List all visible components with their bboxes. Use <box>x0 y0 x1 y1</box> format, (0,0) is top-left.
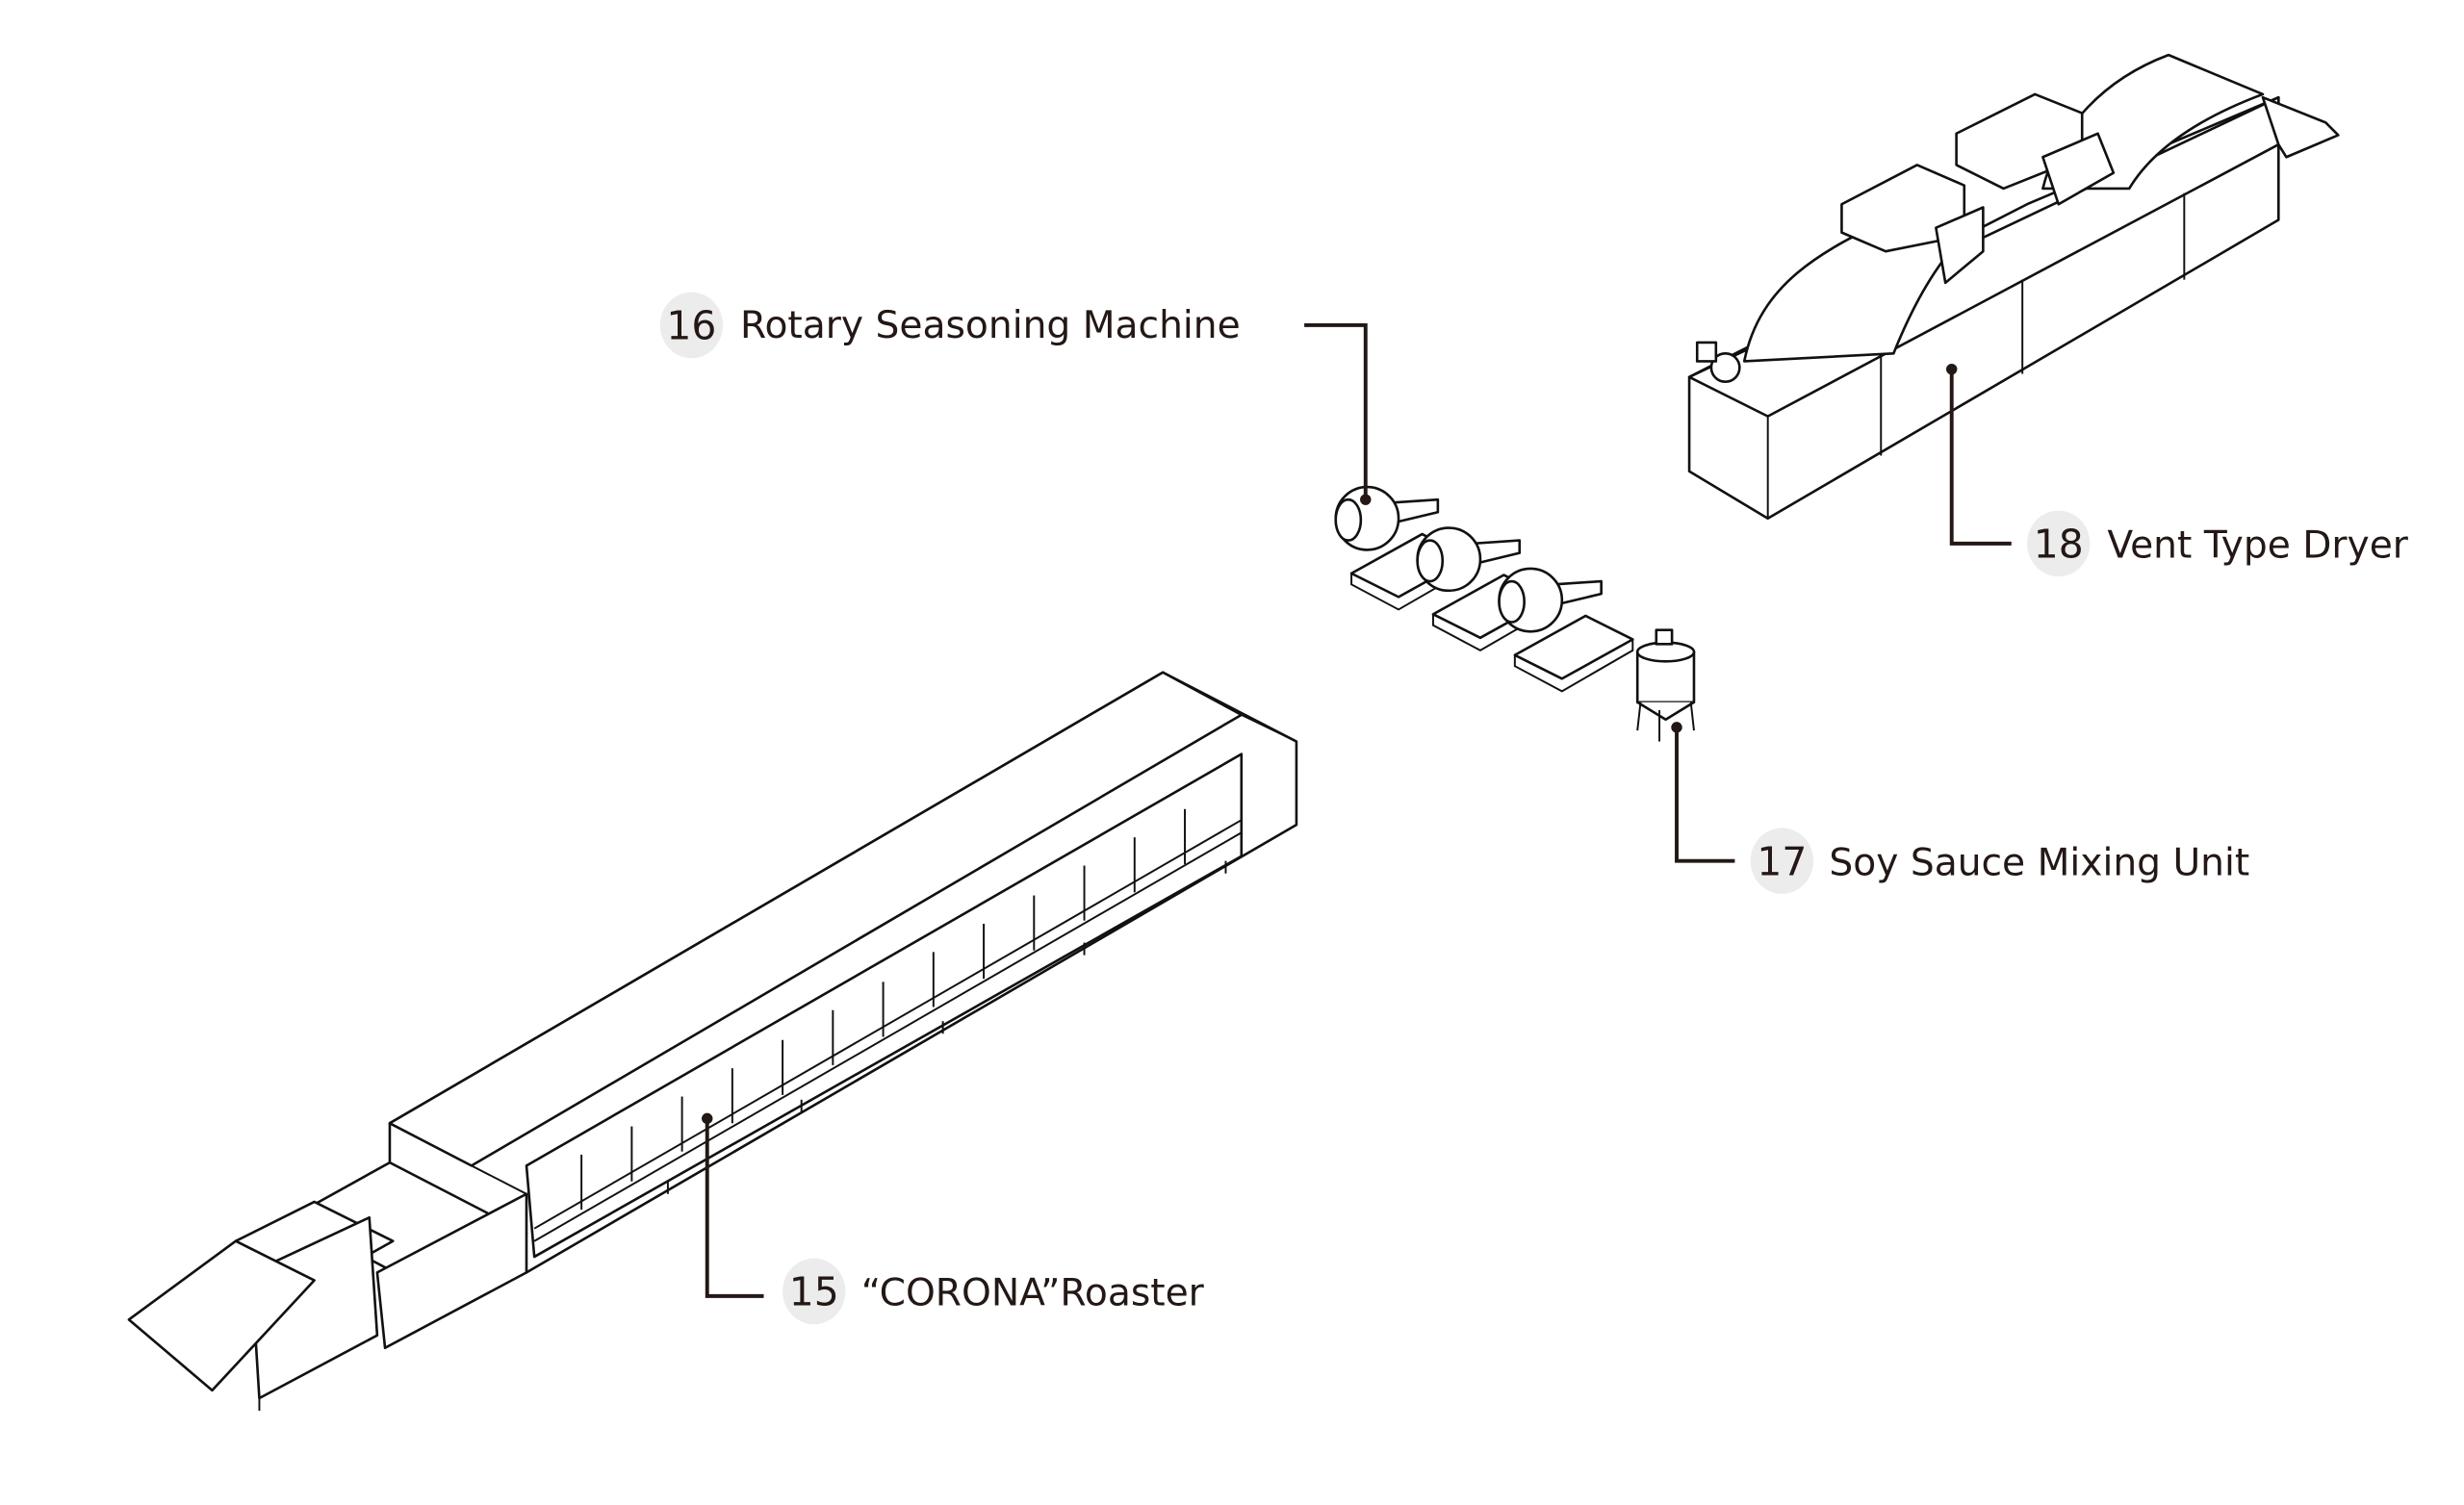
label-number: 16 <box>666 303 716 349</box>
label-17: 17 Soy Sauce Mixing Unit <box>1750 828 2249 894</box>
label-name: Vent Type Dryer <box>2107 524 2408 568</box>
roaster-window-panels <box>533 808 1243 1242</box>
label-number: 17 <box>1757 838 1807 884</box>
number-badge <box>2027 510 2091 577</box>
soy-sauce-mixing-unit <box>1635 628 1696 742</box>
label-15: 15 “CORONA”Roaster <box>783 1258 1205 1325</box>
label-name: Rotary Seasoning Machine <box>740 304 1241 347</box>
leader-line-15 <box>705 1118 764 1298</box>
label-number: 15 <box>789 1269 839 1315</box>
number-badge <box>659 292 724 359</box>
leader-line-16 <box>1304 322 1368 500</box>
label-16: 16 Rotary Seasoning Machine <box>659 292 1241 359</box>
vent-type-dryer <box>1687 53 2340 521</box>
rotary-seasoning-machines <box>1334 485 1634 693</box>
leader-line-18 <box>1949 369 2012 546</box>
label-number: 18 <box>2034 522 2084 568</box>
label-18: 18 Vent Type Dryer <box>2027 510 2409 577</box>
number-badge <box>783 1258 846 1325</box>
label-name: Soy Sauce Mixing Unit <box>1829 841 2249 884</box>
number-badge <box>1750 828 1814 894</box>
corona-roaster <box>127 671 1298 1412</box>
leader-line-17 <box>1675 727 1735 863</box>
label-name: “CORONA”Roaster <box>861 1272 1205 1315</box>
